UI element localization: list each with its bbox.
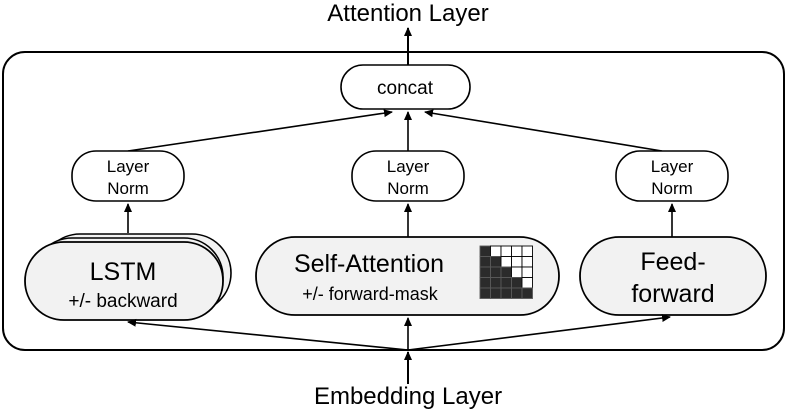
layer-norm-right-line1: Layer [651, 157, 694, 176]
layer-norm-center-line1: Layer [387, 157, 430, 176]
mask-grid-cell [521, 245, 533, 257]
mask-grid-cell [479, 266, 491, 278]
layer-norm-left-line1: Layer [107, 157, 150, 176]
feed-forward-line2: forward [631, 280, 714, 308]
mask-grid-cell [479, 277, 491, 289]
mask-grid-cell [500, 277, 512, 289]
lstm-subtitle: +/- backward [68, 291, 177, 312]
mask-grid-icon [479, 245, 533, 299]
layer-norm-center: Layer Norm [351, 150, 465, 202]
arrow-layernorm-right-to-concat [424, 109, 663, 152]
mask-grid-cell [490, 245, 502, 257]
mask-grid-cell [479, 245, 491, 257]
layer-norm-center-line2: Norm [387, 179, 429, 198]
lstm-stack-front [24, 241, 224, 321]
mask-grid-cell [521, 287, 533, 299]
arrow-embedding-to-lstm [127, 318, 409, 351]
mask-grid-cell [490, 277, 502, 289]
mask-grid-cell [490, 266, 502, 278]
feed-forward-block: Feed- forward [579, 236, 767, 316]
embedding-layer-label: Embedding Layer [314, 383, 502, 410]
concat-label: concat [377, 78, 434, 99]
arrow-embedding-to-feed-forward [407, 314, 671, 351]
arrow-layernorm-left-to-concat [127, 109, 393, 152]
mask-grid-cell [490, 256, 502, 268]
layer-norm-left-line2: Norm [107, 179, 149, 198]
mask-grid-cell [479, 256, 491, 268]
mask-grid-cell [521, 256, 533, 268]
mask-grid-cell [521, 266, 533, 278]
self-attention-title: Self-Attention [294, 250, 444, 278]
attention-layer-label: Attention Layer [327, 0, 488, 27]
mask-grid-cell [479, 287, 491, 299]
mask-grid-cell [500, 245, 512, 257]
feed-forward-line1: Feed- [640, 248, 705, 276]
layer-norm-right-line2: Norm [651, 179, 693, 198]
mask-grid-cell [500, 266, 512, 278]
mask-grid-cell [511, 277, 523, 289]
layer-norm-left: Layer Norm [71, 150, 185, 202]
lstm-title: LSTM [90, 258, 157, 286]
mask-grid-cell [511, 287, 523, 299]
layer-norm-right: Layer Norm [615, 150, 729, 202]
mask-grid-cell [511, 266, 523, 278]
self-attention-subtitle: +/- forward-mask [302, 284, 439, 304]
mask-grid-cell [511, 256, 523, 268]
mask-grid-cell [500, 287, 512, 299]
concat-box [340, 64, 471, 110]
self-attention-block: Self-Attention +/- forward-mask [255, 236, 560, 316]
mask-grid-cell [511, 245, 523, 257]
mask-grid-cell [490, 287, 502, 299]
lstm-block: LSTM +/- backward [24, 233, 232, 321]
mask-grid-cell [521, 277, 533, 289]
layer-block-container [2, 51, 785, 351]
mask-grid-cell [500, 256, 512, 268]
